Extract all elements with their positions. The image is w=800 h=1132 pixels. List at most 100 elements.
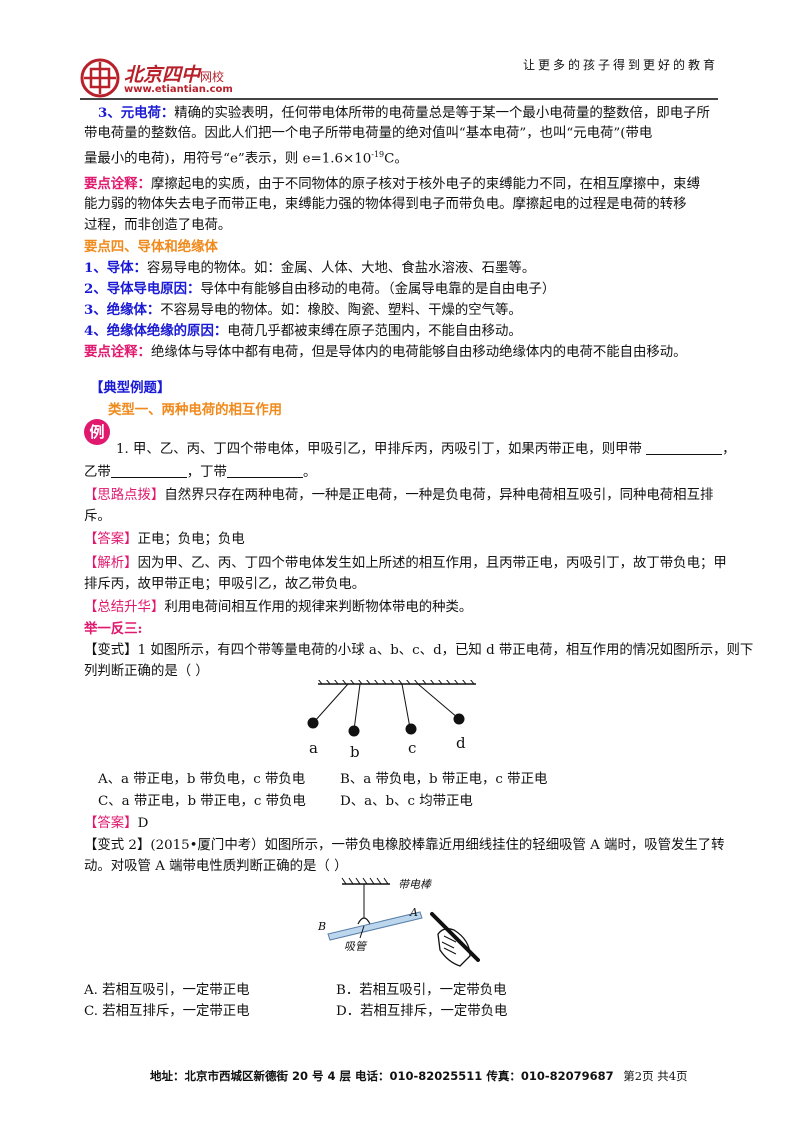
v2-option-d: D．若相互排斥，一定带负电 bbox=[336, 1004, 508, 1019]
v1-option-c: C、a 带正电，b 带正电，c 带负电 bbox=[98, 794, 306, 809]
v2-tag: 【变式 2】 bbox=[84, 838, 151, 853]
v2-text1: (2015•厦门中考）如图所示，一带负电橡胶棒靠近用细线挂住的轻细吸管 A 端时… bbox=[150, 838, 725, 853]
logo-subtitle: 网校 bbox=[200, 70, 225, 84]
point4-item1-text: 容易导电的物体。如：金属、人体、大地、食盐水溶液、石墨等。 bbox=[146, 261, 536, 276]
analysis-tag: 【解析】 bbox=[84, 556, 138, 571]
q1-line1: 1. 甲、乙、丙、丁四个带电体，甲吸引乙，甲排斥丙，丙吸引丁，如果丙带正电，则甲… bbox=[116, 440, 736, 457]
logo-title: 北京四中 bbox=[124, 64, 201, 86]
point4-note: 要点诠释：绝缘体与导体中都有电荷，但是导体内的电荷能够自由移动绝缘体内的电荷不能… bbox=[84, 342, 687, 363]
q1-blank-ding bbox=[226, 463, 303, 478]
ball-label-c: c bbox=[408, 739, 417, 757]
note1-line1: 要点诠释：摩擦起电的实质，由于不同物体的原子核对于核外电子的束缚能力不同，在相互… bbox=[84, 174, 700, 195]
point4-item1: 1、导体：容易导电的物体。如：金属、人体、大地、食盐水溶液、石墨等。 bbox=[84, 258, 535, 279]
point4-item3-head: 3、绝缘体： bbox=[84, 302, 161, 318]
v2-option-b: B．若相互吸引，一定带负电 bbox=[336, 983, 507, 998]
note1-text1: 摩擦起电的实质，由于不同物体的原子核对于核外电子的束缚能力不同，在相互摩擦中，束… bbox=[150, 177, 700, 192]
v2-option-c: C. 若相互排斥，一定带正电 bbox=[84, 1004, 250, 1019]
s3-exponent: -19 bbox=[371, 150, 385, 159]
q1-end: 。 bbox=[302, 465, 317, 480]
hint-line1: 【思路点拨】自然界只存在两种电荷，一种是正电荷，一种是负电荷，异种电荷相互吸引，… bbox=[84, 486, 713, 506]
example-badge-icon: 例 bbox=[84, 419, 110, 445]
v1-line1: 【变式】1 如图所示，有四个带等量电荷的小球 a、b、c、d，已知 d 带正电荷… bbox=[84, 641, 753, 661]
s3-line3: 量最小的电荷)，用符号“e”表示，则 e=1.6×10-19C。 bbox=[84, 145, 408, 169]
note1-heading: 要点诠释： bbox=[84, 176, 151, 192]
page-footer: 地址：北京市西城区新德街 20 号 4 层 电话：010-82025511 传真… bbox=[150, 1068, 688, 1084]
fig-label-a: A bbox=[410, 906, 418, 919]
v1-answer-tag: 【答案】 bbox=[84, 816, 138, 831]
summary-text: 利用电荷间相互作用的规律来判断物体带电的种类。 bbox=[164, 600, 473, 615]
answer-text: 正电；负电；负电 bbox=[137, 532, 245, 547]
q1-yi-label: 乙带 bbox=[84, 465, 111, 480]
hint-text1: 自然界只存在两种电荷，一种是正电荷，一种是负电荷，异种电荷相互吸引，同种电荷相互… bbox=[164, 488, 714, 503]
v2-option-a: A. 若相互吸引，一定带正电 bbox=[84, 983, 250, 998]
fig-label-b: B bbox=[318, 920, 327, 933]
point4-item2: 2、导体导电原因：导体中有能够自由移动的电荷。（金属导电靠的是自由电子） bbox=[84, 279, 555, 300]
header-rule bbox=[80, 98, 718, 100]
header: 北京四中网校 www.etiantian.com 让更多的孩子得到更好的教育 bbox=[0, 0, 800, 100]
ball-label-b: b bbox=[350, 743, 360, 761]
ball-a bbox=[307, 717, 319, 729]
v1-option-d: D、a、b、c 均带正电 bbox=[340, 794, 473, 809]
analysis-line1: 【解析】因为甲、乙、丙、丁四个带电体发生如上所述的相互作用，且丙带正电，丙吸引丁… bbox=[84, 554, 727, 574]
summary-line: 【总结升华】利用电荷间相互作用的规律来判断物体带电的种类。 bbox=[84, 598, 472, 618]
note1-line2: 能力弱的物体失去电子而带正电，束缚能力强的物体得到电子而带负电。摩擦起电的过程是… bbox=[84, 197, 687, 212]
s3-line2: 带电荷量的整数倍。因此人们把一个电子所带电荷量的绝对值叫“基本电荷”，也叫“元电… bbox=[84, 126, 653, 141]
point4-item3-text: 不容易导电的物体。如：橡胶、陶瓷、塑料、干燥的空气等。 bbox=[160, 303, 522, 318]
analysis-line2: 排斥丙，故甲带正电；甲吸引乙，故乙带负电。 bbox=[84, 577, 366, 592]
point4-item2-head: 2、导体导电原因： bbox=[84, 281, 201, 297]
s3-line1: 3、元电荷：精确的实验表明，任何带电体所带的电荷量总是等于某一个最小电荷量的整数… bbox=[98, 103, 710, 124]
v1-answer: 【答案】D bbox=[84, 814, 148, 834]
point4-item4-text: 电荷几乎都被束缚在原子范围内，不能自由移动。 bbox=[227, 324, 522, 339]
v1-tag: 【变式】 bbox=[84, 643, 138, 658]
note1-line3: 过程，而非创造了电荷。 bbox=[84, 218, 232, 233]
v2-line2: 动。对吸管 A 端带电性质判断正确的是（ ） bbox=[84, 859, 348, 874]
hint-line2: 斥。 bbox=[84, 509, 111, 524]
examples-title: 【典型例题】 bbox=[90, 380, 171, 396]
example-badge-text: 例 bbox=[89, 423, 105, 441]
v1-text1: 1 如图所示，有四个带等量电荷的小球 a、b、c、d，已知 d 带正电荷，相互作… bbox=[137, 643, 754, 658]
answer-tag: 【答案】 bbox=[84, 532, 138, 547]
ball-d bbox=[453, 713, 465, 725]
ball-label-a: a bbox=[309, 739, 318, 757]
q1-ding-label: ，丁带 bbox=[186, 465, 227, 480]
v1-line2: 列判断正确的是（ ） bbox=[84, 664, 209, 679]
type1-title: 类型一、两种电荷的相互作用 bbox=[108, 402, 283, 418]
logo-emblem-icon bbox=[80, 58, 120, 98]
summary-tag: 【总结升华】 bbox=[84, 600, 165, 615]
ball-b bbox=[348, 725, 360, 737]
footer-page-number: 第2页 共4页 bbox=[623, 1069, 688, 1083]
ball-c bbox=[405, 723, 417, 735]
q1-line2: 乙带 ，丁带 。 bbox=[84, 463, 316, 483]
header-slogan: 让更多的孩子得到更好的教育 bbox=[522, 58, 718, 72]
s3-text1: 精确的实验表明，任何带电体所带的电荷量总是等于某一个最小电荷量的整数倍，即电子所 bbox=[174, 106, 710, 121]
q1-blank-yi bbox=[110, 463, 187, 478]
answer-line: 【答案】正电；负电；负电 bbox=[84, 530, 245, 550]
point4-item4: 4、绝缘体绝缘的原因：电荷几乎都被束缚在原子范围内，不能自由移动。 bbox=[84, 321, 522, 342]
fig-label-rod: 带电棒 bbox=[398, 878, 431, 891]
school-logo bbox=[80, 58, 120, 102]
point4-item4-head: 4、绝缘体绝缘的原因： bbox=[84, 323, 228, 339]
point4-item1-head: 1、导体： bbox=[84, 260, 147, 276]
q1-blank-jia bbox=[646, 440, 723, 455]
straw-diagram bbox=[327, 877, 480, 967]
practice-title: 举一反三: bbox=[84, 621, 143, 637]
point4-title: 要点四、导体和绝缘体 bbox=[84, 239, 218, 255]
v2-line1: 【变式 2】(2015•厦门中考）如图所示，一带负电橡胶棒靠近用细线挂住的轻细吸… bbox=[84, 836, 725, 856]
logo-name: 北京四中网校 bbox=[124, 60, 224, 87]
pendulum-figure bbox=[290, 678, 490, 770]
v1-answer-text: D bbox=[137, 816, 149, 831]
straw-figure bbox=[320, 876, 480, 972]
point4-item3: 3、绝缘体：不容易导电的物体。如：橡胶、陶瓷、塑料、干燥的空气等。 bbox=[84, 300, 522, 321]
point4-note-head: 要点诠释： bbox=[84, 344, 151, 360]
s3-unit: C。 bbox=[384, 151, 408, 167]
footer-contact: 地址：北京市西城区新德街 20 号 4 层 电话：010-82025511 传真… bbox=[150, 1069, 614, 1083]
ball-label-d: d bbox=[456, 734, 466, 752]
point4-note-text: 绝缘体与导体中都有电荷，但是导体内的电荷能够自由移动绝缘体内的电荷不能自由移动。 bbox=[150, 345, 687, 360]
s3-heading: 3、元电荷： bbox=[98, 105, 175, 121]
v1-option-b: B、a 带负电，b 带正电，c 带正电 bbox=[340, 772, 548, 787]
hint-tag: 【思路点拨】 bbox=[84, 488, 165, 503]
fig-label-tube: 吸管 bbox=[344, 940, 366, 953]
logo-url: www.etiantian.com bbox=[124, 84, 233, 95]
pendulum-diagram bbox=[307, 678, 476, 737]
s3-text3: 量最小的电荷)，用符号“e”表示，则 e=1.6×10 bbox=[84, 151, 372, 167]
